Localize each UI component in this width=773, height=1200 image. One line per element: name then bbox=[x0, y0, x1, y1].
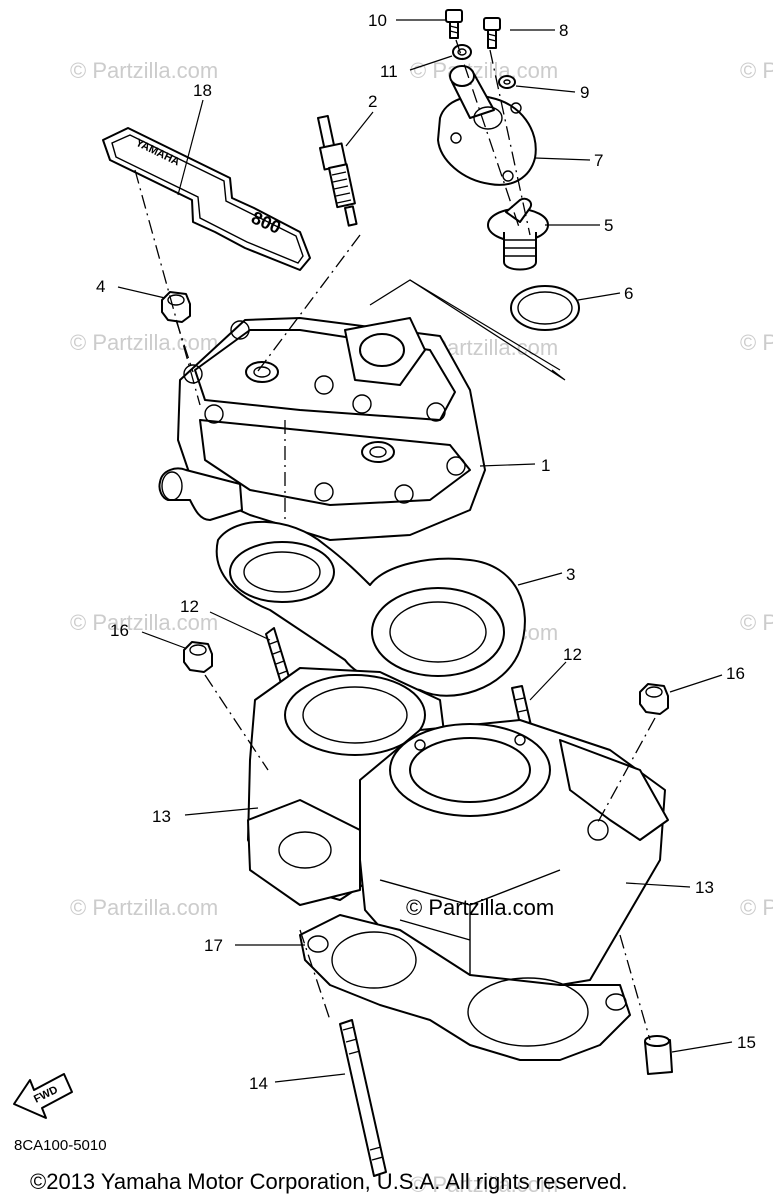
watermark-text: © Partzilla.com bbox=[410, 1172, 558, 1197]
part-3-head-gasket bbox=[215, 520, 526, 697]
callout-16-left: 16 bbox=[110, 621, 129, 640]
leader-lines bbox=[117, 19, 733, 1083]
watermark-text: © Partzilla.com bbox=[740, 895, 773, 920]
callout-13-left: 13 bbox=[152, 807, 171, 826]
part-16-nut-left bbox=[183, 641, 213, 673]
callout-17: 17 bbox=[204, 936, 223, 955]
part-16-nut-right bbox=[639, 683, 669, 715]
callout-11: 11 bbox=[380, 62, 398, 81]
callouts: 10 8 11 9 18 2 7 5 4 6 1 3 12 16 12 16 1… bbox=[96, 11, 756, 1093]
callout-5: 5 bbox=[604, 216, 613, 235]
callout-14: 14 bbox=[249, 1074, 268, 1093]
part-18-emblem: YAMAHA 800 bbox=[102, 127, 311, 271]
watermark-center-text: © Partzilla.com bbox=[406, 895, 554, 920]
watermark-text: © Partzilla.com bbox=[70, 330, 218, 355]
diagram-code: 8CA100-5010 bbox=[14, 1137, 107, 1154]
callout-16-right: 16 bbox=[726, 664, 745, 683]
part-4-nut bbox=[161, 291, 191, 323]
callout-13-right: 13 bbox=[695, 878, 714, 897]
watermark-text: © Partzilla.com bbox=[70, 895, 218, 920]
watermark-text: © Partzilla.com bbox=[740, 610, 773, 635]
watermark-text: © Partzilla.com bbox=[410, 58, 558, 83]
callout-2: 2 bbox=[368, 92, 377, 111]
callout-10: 10 bbox=[368, 11, 387, 30]
callout-7: 7 bbox=[594, 151, 603, 170]
part-8-bolt bbox=[483, 17, 501, 49]
callout-12-left: 12 bbox=[180, 597, 199, 616]
callout-12-right: 12 bbox=[563, 645, 582, 664]
callout-1: 1 bbox=[541, 456, 550, 475]
callout-15: 15 bbox=[737, 1033, 756, 1052]
part-7-thermostat-cover bbox=[437, 65, 537, 186]
callout-3: 3 bbox=[566, 565, 575, 584]
watermark-text: © Partzilla.com bbox=[740, 58, 773, 83]
part-1-cylinder-head bbox=[158, 317, 486, 541]
copyright-text: ©2013 Yamaha Motor Corporation, U.S.A. A… bbox=[30, 1169, 627, 1194]
alignment-lines bbox=[134, 39, 656, 1041]
part-17-base-gasket bbox=[299, 914, 631, 1061]
part-2-spark-plug bbox=[317, 114, 358, 227]
part-11-washer bbox=[452, 44, 472, 60]
part-15-dowel-pin bbox=[644, 1035, 673, 1075]
callout-9: 9 bbox=[580, 83, 589, 102]
watermark-text: © Partzilla.com bbox=[70, 58, 218, 83]
part-5-thermostat bbox=[487, 197, 549, 271]
fwd-arrow-icon: FWD bbox=[13, 1073, 73, 1119]
callout-18: 18 bbox=[193, 81, 212, 100]
callout-8: 8 bbox=[559, 21, 568, 40]
watermark-text: © Partzilla.com bbox=[740, 330, 773, 355]
part-10-bolt bbox=[445, 9, 463, 39]
part-13-cylinder-right bbox=[359, 719, 669, 996]
part-6-o-ring bbox=[510, 285, 580, 331]
callout-4: 4 bbox=[96, 277, 105, 296]
part-9-washer bbox=[498, 75, 516, 89]
thermostat-outline-lines bbox=[369, 279, 566, 381]
callout-6: 6 bbox=[624, 284, 633, 303]
part-14-stud bbox=[339, 1019, 387, 1177]
watermark-text: © Partzilla.com bbox=[70, 610, 218, 635]
